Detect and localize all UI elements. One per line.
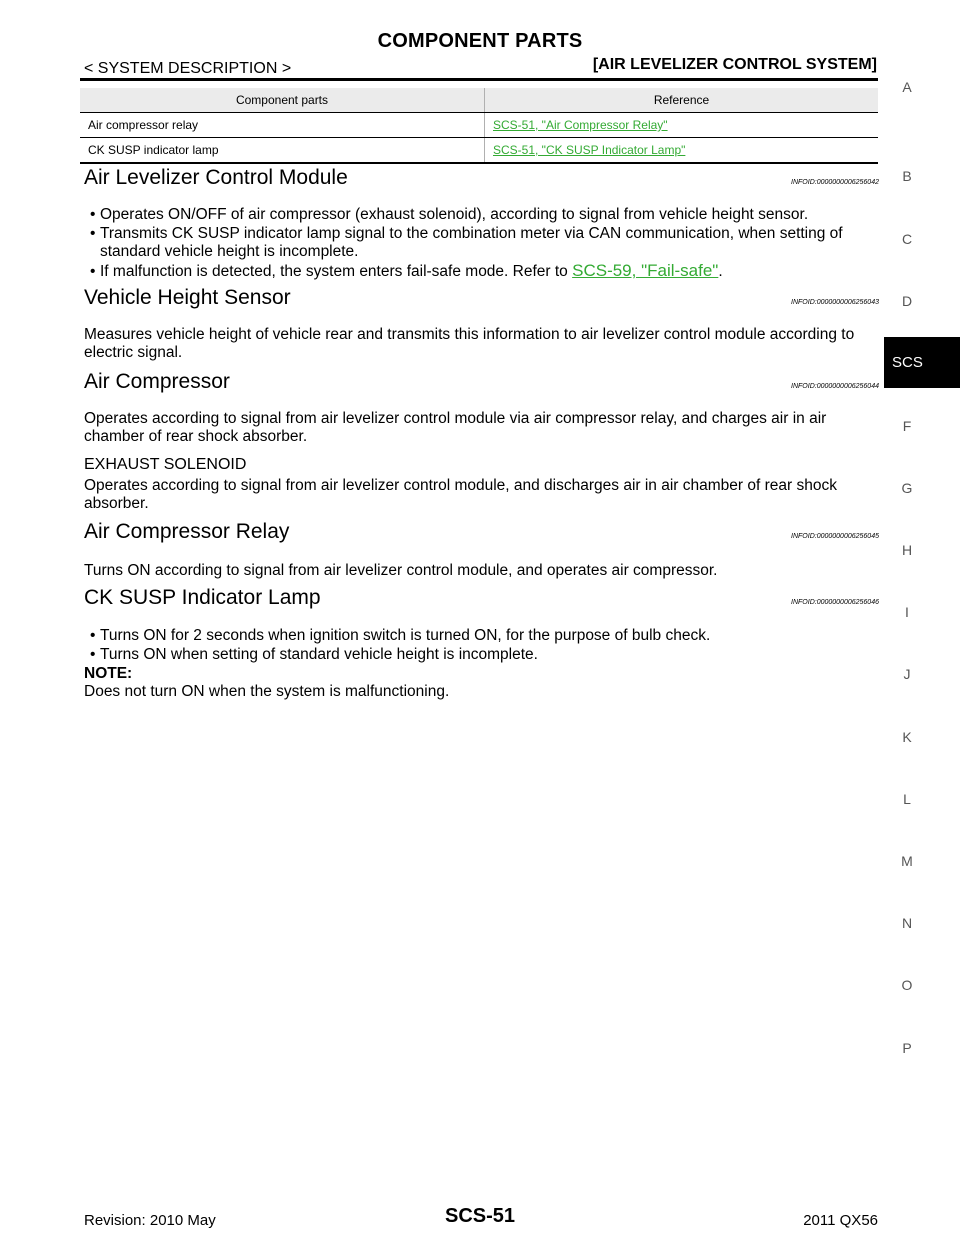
bullet-item: Turns ON when setting of standard vehicl… xyxy=(84,646,879,664)
info-id: INFOID:0000000006256046 xyxy=(791,599,879,606)
reference-table: Component parts Reference Air compressor… xyxy=(80,88,878,164)
bullet-text: If malfunction is detected, the system e… xyxy=(100,263,573,280)
page-title: COMPONENT PARTS xyxy=(377,30,583,52)
table-row: CK SUSP indicator lamp SCS-51, "CK SUSP … xyxy=(80,137,878,164)
footer-revision: Revision: 2010 May xyxy=(84,1212,216,1229)
bullet-item: Turns ON for 2 seconds when ignition swi… xyxy=(84,627,879,645)
section-body-lamp: Turns ON for 2 seconds when ignition swi… xyxy=(84,627,879,701)
side-index-letter[interactable]: A xyxy=(902,79,912,95)
info-id: INFOID:0000000006256045 xyxy=(791,533,879,540)
section-header-ac: Air Compressor INFOID:0000000006256044 xyxy=(84,370,879,394)
bullet-item: If malfunction is detected, the system e… xyxy=(84,262,879,281)
column-header-component-parts: Component parts xyxy=(80,88,485,113)
side-index-letter[interactable]: P xyxy=(902,1040,912,1056)
section-title: CK SUSP Indicator Lamp xyxy=(84,586,321,609)
subsection-body: Operates according to signal from air le… xyxy=(84,477,837,512)
section-header-lamp: CK SUSP Indicator Lamp INFOID:0000000006… xyxy=(84,586,879,610)
side-index-letter[interactable]: I xyxy=(905,604,909,620)
section-header-alcm: Air Levelizer Control Module INFOID:0000… xyxy=(84,166,879,190)
table-row: Air compressor relay SCS-51, "Air Compre… xyxy=(80,112,878,138)
section-body-ac: Operates according to signal from air le… xyxy=(84,410,827,445)
column-header-reference: Reference xyxy=(484,88,878,113)
section-body-acr: Turns ON according to signal from air le… xyxy=(84,562,718,579)
table-cell-part: CK SUSP indicator lamp xyxy=(80,137,485,164)
table-header-row: Component parts Reference xyxy=(80,88,878,113)
info-id: INFOID:0000000006256044 xyxy=(791,383,879,390)
reference-link[interactable]: SCS-51, "CK SUSP Indicator Lamp" xyxy=(493,143,686,157)
side-index-letter[interactable]: F xyxy=(902,418,912,434)
breadcrumb: < SYSTEM DESCRIPTION > xyxy=(84,60,292,77)
section-title: Vehicle Height Sensor xyxy=(84,286,291,309)
side-index-active-label: SCS xyxy=(892,354,923,371)
side-index-letter[interactable]: H xyxy=(901,542,913,558)
section-title: Air Compressor xyxy=(84,370,230,393)
note-text: Does not turn ON when the system is malf… xyxy=(84,683,450,700)
table-cell-ref: SCS-51, "Air Compressor Relay" xyxy=(484,112,878,138)
section-title: Air Compressor Relay xyxy=(84,520,290,543)
side-index-letter[interactable]: J xyxy=(903,666,911,682)
side-index-letter[interactable]: C xyxy=(901,231,913,247)
bullet-item: Transmits CK SUSP indicator lamp signal … xyxy=(84,225,879,261)
side-index-letter[interactable]: M xyxy=(901,853,913,869)
footer-model: 2011 QX56 xyxy=(803,1212,878,1229)
bullet-item: Operates ON/OFF of air compressor (exhau… xyxy=(84,206,879,224)
note-label: NOTE: xyxy=(84,665,133,682)
side-index-letter[interactable]: D xyxy=(901,293,913,309)
fail-safe-link[interactable]: SCS-59, "Fail-safe" xyxy=(572,261,719,280)
info-id: INFOID:0000000006256042 xyxy=(791,179,879,186)
side-index-letter[interactable]: K xyxy=(902,729,912,745)
section-header-acr: Air Compressor Relay INFOID:000000000625… xyxy=(84,520,879,544)
header-rule xyxy=(80,78,878,81)
side-index-active-tab[interactable]: SCS xyxy=(884,337,960,388)
bullet-text-end: . xyxy=(718,263,723,280)
subsection-title: EXHAUST SOLENOID xyxy=(84,456,247,473)
section-title: Air Levelizer Control Module xyxy=(84,166,348,189)
side-index-letter[interactable]: L xyxy=(903,791,911,807)
side-index-letter[interactable]: O xyxy=(901,977,913,993)
footer-page-number: SCS-51 xyxy=(444,1205,516,1227)
side-index-letter[interactable]: B xyxy=(902,168,912,184)
system-title: [AIR LEVELIZER CONTROL SYSTEM] xyxy=(592,56,877,73)
side-index-letter[interactable]: N xyxy=(901,915,913,931)
table-cell-part: Air compressor relay xyxy=(80,112,485,138)
reference-link[interactable]: SCS-51, "Air Compressor Relay" xyxy=(493,118,668,132)
info-id: INFOID:0000000006256043 xyxy=(791,299,879,306)
side-index-letter[interactable]: G xyxy=(901,480,913,496)
section-header-vhs: Vehicle Height Sensor INFOID:00000000062… xyxy=(84,286,879,310)
table-cell-ref: SCS-51, "CK SUSP Indicator Lamp" xyxy=(484,137,878,164)
section-body-alcm: Operates ON/OFF of air compressor (exhau… xyxy=(84,206,879,282)
section-body-vhs: Measures vehicle height of vehicle rear … xyxy=(84,326,855,361)
